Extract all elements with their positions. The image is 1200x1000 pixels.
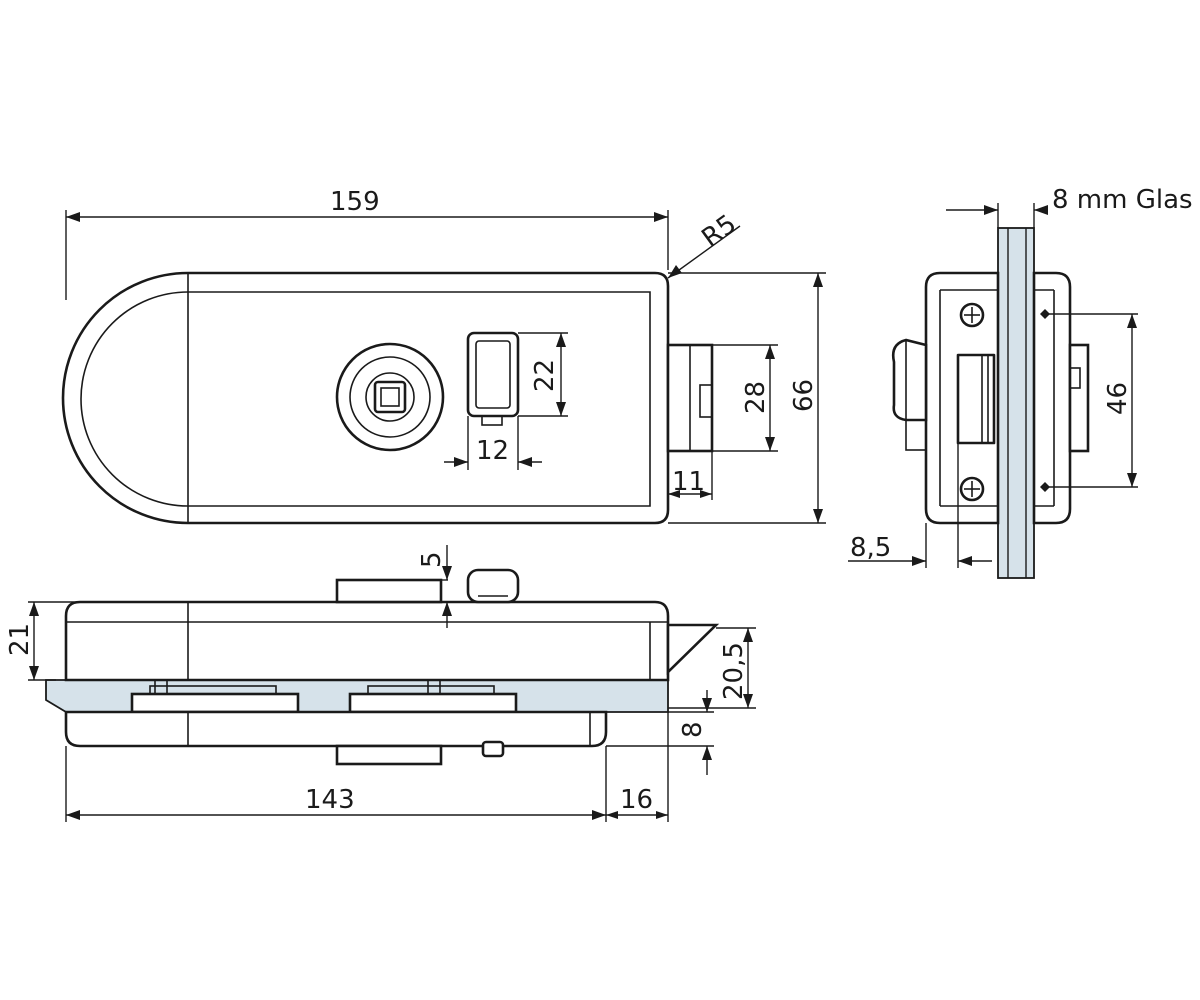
arrow-21-bottom xyxy=(29,666,39,680)
dim-bottom-overhang: 16 xyxy=(620,785,653,815)
clamp-pad-left xyxy=(130,692,300,714)
front-dimensions: 159 R5 66 28 22 12 xyxy=(65,187,826,524)
side-view xyxy=(891,227,1090,579)
arrow-12-right xyxy=(518,457,532,467)
arrow-143-left xyxy=(66,810,80,820)
arrow-143-right xyxy=(592,810,606,820)
side-body-right xyxy=(1032,271,1072,525)
clamp-screw-left xyxy=(154,679,168,695)
arrow-22-top xyxy=(556,333,566,347)
arrow-205-bottom xyxy=(743,694,753,708)
section-lower-body xyxy=(64,710,608,748)
lock-opening-inner xyxy=(475,340,511,409)
arrow-28-bottom xyxy=(765,437,775,451)
dim-lock-opening-height: 22 xyxy=(530,359,560,392)
arrow-12-left xyxy=(454,457,468,467)
dim-knob-offset: 5 xyxy=(417,551,447,568)
square-spindle-hole xyxy=(373,380,407,414)
section-bottom-bolt xyxy=(335,744,443,766)
front-housing-inner xyxy=(80,291,651,507)
section-upper-body xyxy=(64,600,670,682)
dim-height-total: 66 xyxy=(789,379,819,412)
dim-strike-offset: 11 xyxy=(672,467,705,497)
dim-strike-height: 28 xyxy=(741,381,771,414)
screw-bottom-icon xyxy=(959,476,985,502)
side-glass-pane xyxy=(997,227,1035,579)
arrow-21-top xyxy=(29,602,39,616)
front-view xyxy=(61,271,714,525)
arrow-28-top xyxy=(765,345,775,359)
dim-lock-opening-width: 12 xyxy=(476,436,509,466)
cylinder-rosette-ring xyxy=(349,356,431,438)
dim-glass-thickness: 8 mm Glas xyxy=(1052,185,1193,215)
arrow-5-bottom xyxy=(442,602,452,616)
lock-opening-tab xyxy=(481,415,503,426)
arrow-glass-right xyxy=(1034,205,1048,215)
arrow-66-bottom xyxy=(813,509,823,523)
dim-bolt-height: 20,5 xyxy=(719,642,749,700)
clamp-pad-right xyxy=(348,692,518,714)
arrow-46-bottom xyxy=(1127,473,1137,487)
arrow-85-right xyxy=(958,556,972,566)
arrow-159-left xyxy=(66,212,80,222)
dim-corner-radius: R5 xyxy=(696,209,742,254)
dim-body-thickness: 21 xyxy=(5,623,35,656)
front-latch-tab xyxy=(699,384,713,418)
cylinder-rosette-inner xyxy=(365,372,415,422)
side-strike-slot xyxy=(956,353,996,445)
arrow-16-left xyxy=(606,811,618,819)
arrow-11-right xyxy=(700,490,712,498)
arrow-5-top xyxy=(442,566,452,580)
screw-top-icon xyxy=(959,302,985,328)
dim-glass-dim: 8 xyxy=(678,721,708,738)
clamp-screw-right xyxy=(427,679,441,695)
arrow-11-left xyxy=(668,490,680,498)
section-top-bolt xyxy=(335,578,443,604)
side-bolt xyxy=(1068,343,1090,453)
arrow-8-top xyxy=(702,698,712,712)
arrow-66-top xyxy=(813,273,823,287)
side-latch-knob xyxy=(891,338,928,422)
side-latch-stem xyxy=(905,419,927,451)
arrow-16-right xyxy=(656,811,668,819)
arrow-85-left xyxy=(912,556,926,566)
section-top-knob xyxy=(466,568,520,604)
square-spindle-inner xyxy=(380,387,400,407)
arrow-205-top xyxy=(743,628,753,642)
section-latch-bevel xyxy=(666,623,720,676)
arrow-glass-left xyxy=(984,205,998,215)
dim-bottom-length: 143 xyxy=(305,785,355,815)
arrow-46-top xyxy=(1127,314,1137,328)
side-dimensions: 8 mm Glas 46 8,5 xyxy=(848,185,1193,568)
section-dimensions: 5 21 20,5 8 143 16 xyxy=(5,545,756,822)
side-body-left xyxy=(924,271,1000,525)
dim-length-total: 159 xyxy=(330,187,380,217)
arrow-8-bottom xyxy=(702,746,712,760)
section-view xyxy=(45,568,720,766)
dim-hole-spacing: 46 xyxy=(1103,382,1133,415)
arrow-159-right xyxy=(654,212,668,222)
dim-side-offset: 8,5 xyxy=(850,533,891,563)
arrow-r5 xyxy=(668,265,682,278)
cylinder-rosette-outer xyxy=(335,342,445,452)
arrow-22-bottom xyxy=(556,402,566,416)
section-bottom-pin xyxy=(481,740,505,758)
